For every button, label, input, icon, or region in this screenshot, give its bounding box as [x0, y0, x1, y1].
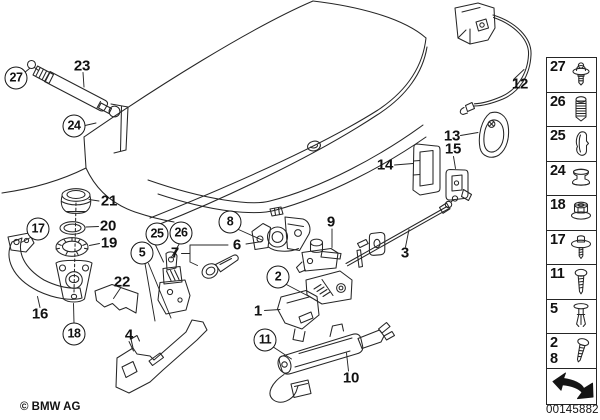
- sidebar-item-number: 5: [550, 300, 558, 317]
- threaded-plug-icon: [575, 96, 587, 122]
- callout-9[interactable]: 9: [326, 213, 336, 231]
- callout-10[interactable]: 10: [342, 369, 360, 387]
- callout-5[interactable]: 5: [130, 241, 154, 265]
- lock-cylinder-art: [269, 321, 396, 403]
- sidebar-item-number: 2: [550, 335, 558, 352]
- latch-plate-art: [445, 168, 473, 202]
- gas-strut-art: [26, 59, 121, 118]
- callout-3[interactable]: 3: [400, 244, 410, 262]
- buffer-and-rings-art: [55, 188, 93, 303]
- callout-22[interactable]: 22: [113, 273, 131, 291]
- sidebar-item-number: 11: [550, 266, 565, 283]
- callout-24[interactable]: 24: [62, 114, 86, 138]
- sidebar-item-24[interactable]: 24: [547, 162, 596, 197]
- callout-18[interactable]: 18: [62, 322, 86, 346]
- fastener-sidebar: 27 26 25: [546, 57, 597, 405]
- sidebar-item-17[interactable]: 17: [547, 231, 596, 266]
- sidebar-item-number: 25: [550, 128, 566, 145]
- callout-8[interactable]: 8: [218, 210, 242, 234]
- emergency-key-art: [201, 254, 239, 279]
- sidebar-item-18[interactable]: 18: [547, 196, 596, 231]
- clip-icon: [575, 131, 590, 156]
- callout-1[interactable]: 1: [253, 302, 263, 320]
- pan-head-screw-icon: [574, 268, 588, 295]
- actuating-rod-art: [345, 195, 459, 268]
- callout-16[interactable]: 16: [31, 305, 49, 323]
- callout-23[interactable]: 23: [73, 57, 91, 75]
- flange-nut-icon: [570, 201, 592, 220]
- callout-20[interactable]: 20: [99, 217, 117, 235]
- grommet-icon: [571, 168, 591, 187]
- sidebar-item-25[interactable]: 25: [547, 127, 596, 162]
- sidebar-item-26[interactable]: 26: [547, 93, 596, 128]
- expansion-rivet-icon: [573, 303, 589, 328]
- callout-21[interactable]: 21: [100, 192, 118, 210]
- callout-15[interactable]: 15: [444, 140, 462, 158]
- callout-27[interactable]: 27: [4, 66, 28, 90]
- callout-11[interactable]: 11: [253, 328, 277, 352]
- callout-25[interactable]: 25: [145, 222, 169, 246]
- callout-4[interactable]: 4: [124, 326, 134, 344]
- sidebar-item-11[interactable]: 11: [547, 265, 596, 300]
- trunk-latch-art: [276, 270, 353, 343]
- guide-bracket-art: [295, 238, 342, 274]
- callout-14[interactable]: 14: [376, 156, 394, 174]
- striker-and-bracket-art: [115, 251, 208, 394]
- hinge-arm-art: [7, 232, 83, 300]
- document-number: 00145882: [546, 404, 599, 416]
- callout-17[interactable]: 17: [26, 217, 50, 241]
- copyright-notice: © BMW AG: [20, 401, 81, 413]
- release-cable-art: [454, 2, 532, 116]
- sidebar-item-direction[interactable]: [547, 369, 596, 404]
- leader-lines: [20, 68, 525, 372]
- sidebar-item-number: 27: [550, 59, 566, 75]
- sidebar-item-27[interactable]: 27: [547, 58, 596, 93]
- direction-arrow-icon: [552, 372, 593, 399]
- sidebar-item-number: 24: [550, 162, 566, 179]
- callout-12[interactable]: 12: [511, 75, 529, 93]
- callout-6[interactable]: 6: [232, 236, 242, 254]
- callout-7[interactable]: 7: [170, 244, 180, 262]
- callout-13[interactable]: 13: [443, 127, 461, 145]
- mount-bracket-art: [412, 143, 441, 196]
- grip-handle-art: [478, 111, 510, 158]
- trunk-lid-art: [1, 0, 428, 225]
- sidebar-item-2-8[interactable]: 2 8: [547, 334, 596, 369]
- tapping-screw-icon: [576, 337, 590, 363]
- callout-26[interactable]: 26: [169, 221, 193, 245]
- gasket-art: [94, 283, 139, 314]
- sidebar-item-5[interactable]: 5: [547, 300, 596, 335]
- lock-actuator-art: [251, 206, 311, 252]
- sidebar-item-number: 26: [550, 93, 566, 110]
- sidebar-item-number-secondary: 8: [550, 350, 559, 367]
- washer-screw-icon: [570, 235, 592, 260]
- sidebar-item-number: 18: [550, 197, 566, 214]
- callout-19[interactable]: 19: [100, 234, 118, 252]
- sidebar-item-number: 17: [550, 231, 566, 248]
- callout-2[interactable]: 2: [266, 265, 290, 289]
- push-rivet-icon: [572, 62, 590, 86]
